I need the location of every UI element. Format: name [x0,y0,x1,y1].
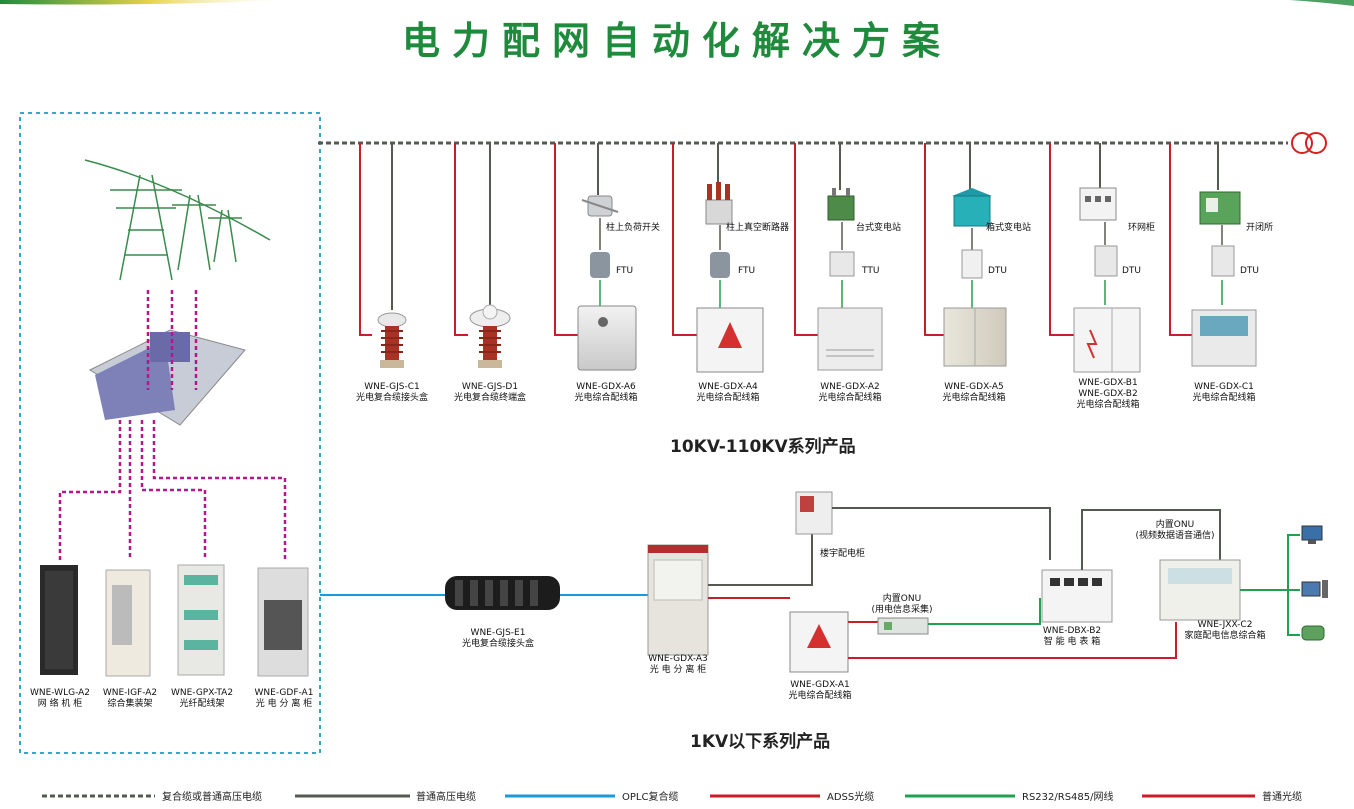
legend-label-1: 普通高压电缆 [416,792,476,803]
terminal-label-a5: DTU [988,266,1008,276]
transformer-icon [1291,132,1327,154]
onu-device-icon [877,617,929,635]
dtu-c1-icon [1211,245,1235,277]
transmission-tower-icon [84,159,271,281]
computer-icon [1301,580,1328,598]
purple-links [58,290,287,560]
node-label-onu2: 内置ONU(视频数据语音通信) [1135,520,1215,541]
onu-dbx-link [928,598,1041,625]
box-a2-icon [817,307,883,371]
a3-building-link [708,532,813,586]
telephone-icon [1301,625,1325,641]
box-substation-icon [952,188,992,227]
terminal-links [599,280,1223,308]
device-label-b1: 环网柜 [1128,223,1156,233]
integrated-rack-icon [105,569,151,677]
device-label-a2: 台式变电站 [856,223,902,233]
monitor-icon [1301,525,1323,544]
section-hv-title: 10KV-110KV系列产品 [670,437,856,457]
terminal-label-gc1: DTU [1240,266,1260,276]
network-rack-icon [40,565,78,675]
switching-station-icon [1199,191,1241,225]
dc-frame [19,112,321,754]
dtu-a5-icon [961,249,983,279]
odf-module-icon [88,329,246,426]
box-a4-icon [696,307,764,373]
pole-transformer-icon [827,188,855,221]
legend-label-4: RS232/RS485/网线 [1022,792,1114,803]
legend-label-2: OPLC复合缆 [622,792,679,803]
home-terminal-links [1240,534,1300,636]
smart-meter-box-icon [1041,569,1113,623]
top-band-left [0,0,300,5]
device-label-a6: 柱上负荷开关 [606,223,661,233]
box-b1-icon [1073,307,1141,373]
ring-main-unit-icon [1079,187,1117,221]
ttu-icon [829,251,855,277]
hv-branches [359,143,1219,336]
ftu-a6-icon [590,252,610,278]
dtu-b1-icon [1094,245,1118,277]
a1-jxx-link [848,622,1177,659]
separation-cabinet-a3-icon [647,544,709,656]
device-label-a4: 柱上真空断路器 [726,223,790,233]
load-switch-icon [581,195,619,217]
box-gc1-icon [1191,309,1257,367]
insulator-d1-icon [469,304,511,368]
legend-label-0: 复合缆或普通高压电缆 [162,792,262,803]
dbx-jxx-link [1081,509,1221,570]
box-a5-icon [943,307,1007,367]
terminal-label-b1: DTU [1122,266,1142,276]
top-band-right [1290,0,1354,6]
node-label-onu1: 内置ONU(用电信息采集) [871,594,933,615]
building-dbx-link [832,507,1051,560]
page-title: 电力配网自动化解决方案 [401,19,952,63]
box-a1-icon [789,611,849,673]
building-cabinet-icon [795,491,833,535]
terminal-label-a6: FTU [616,266,634,276]
terminal-label-a4: FTU [738,266,756,276]
vacuum-breaker-icon [705,182,733,225]
device-label-gc1: 开闭所 [1246,223,1274,233]
node-label-building: 楼宇配电柜 [820,549,866,559]
splice-closure-icon [445,576,560,610]
ftu-a4-icon [710,252,730,278]
box-a6-icon [577,305,637,371]
terminal-label-a2: TTU [862,266,880,276]
optical-separation-cabinet-icon [257,567,309,677]
device-links [599,218,1223,250]
section-lv-title: 1KV以下系列产品 [690,732,831,752]
legend-label-5: 普通光缆 [1262,792,1302,803]
insulator-c1-icon [377,312,407,368]
device-label-a5: 箱式变电站 [986,223,1032,233]
legend-label-3: ADSS光缆 [827,792,875,803]
home-info-box-icon [1159,559,1241,621]
fiber-distribution-frame-icon [177,564,225,676]
